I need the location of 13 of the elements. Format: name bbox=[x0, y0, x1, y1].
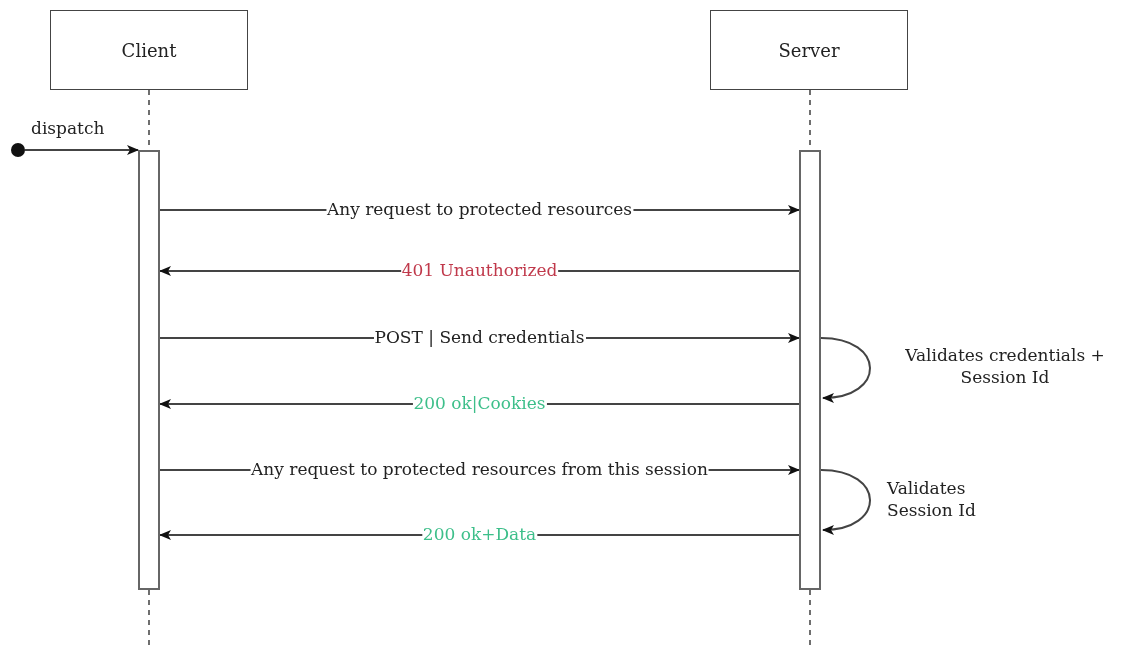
edge-label: Validates credentials + Session Id bbox=[904, 344, 1106, 388]
message-arrow bbox=[24, 145, 139, 155]
participant-name: Client bbox=[121, 39, 177, 61]
self-message-arrow bbox=[820, 469, 871, 535]
start-dot bbox=[11, 143, 25, 157]
edge-label: Validates Session Id bbox=[886, 477, 977, 521]
activation-bar bbox=[138, 150, 160, 590]
participant-box bbox=[50, 10, 248, 90]
activation-bar bbox=[799, 150, 821, 590]
edge-label: dispatch bbox=[30, 117, 106, 139]
self-message-arrow bbox=[820, 337, 871, 403]
participant-name: Server bbox=[778, 39, 840, 61]
participant-box bbox=[710, 10, 908, 90]
